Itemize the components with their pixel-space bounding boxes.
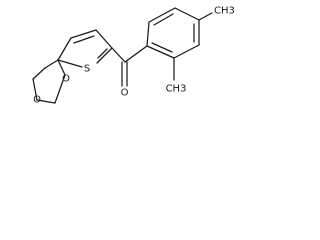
bond [44,59,59,69]
thiophene-ring [57,29,113,68]
bond [124,45,148,63]
carbonyl-oxygen-label: O [121,88,129,99]
bond [198,12,213,21]
benzene-ring [146,7,200,59]
sulfur-label: S [84,64,90,75]
bond [57,37,72,61]
carbonyl-group [111,45,148,87]
bond [146,21,150,47]
bond [54,74,66,104]
bond [32,78,38,101]
bond [151,42,173,53]
methyl-label-3: CH3 [214,6,235,17]
oxygen-label-top: O [62,74,70,85]
dioxolane-ring [32,59,66,104]
bond [146,45,175,59]
bond [174,7,200,21]
bond [111,47,126,63]
bond [57,59,66,76]
methyl-label-2: CH3 [166,84,187,95]
bond [73,35,95,44]
bond [95,29,113,49]
bond [173,44,200,59]
bond [97,48,108,59]
bond [36,99,56,104]
bond [57,59,83,68]
bond [153,13,174,26]
oxygen-label-bottom: O [33,95,41,106]
bond [70,29,97,39]
methyl-substituents [173,12,213,81]
bond [96,47,113,64]
bond [32,67,46,80]
chemical-structure: O O S O CH3 CH3 [32,6,235,106]
bond [148,7,176,23]
